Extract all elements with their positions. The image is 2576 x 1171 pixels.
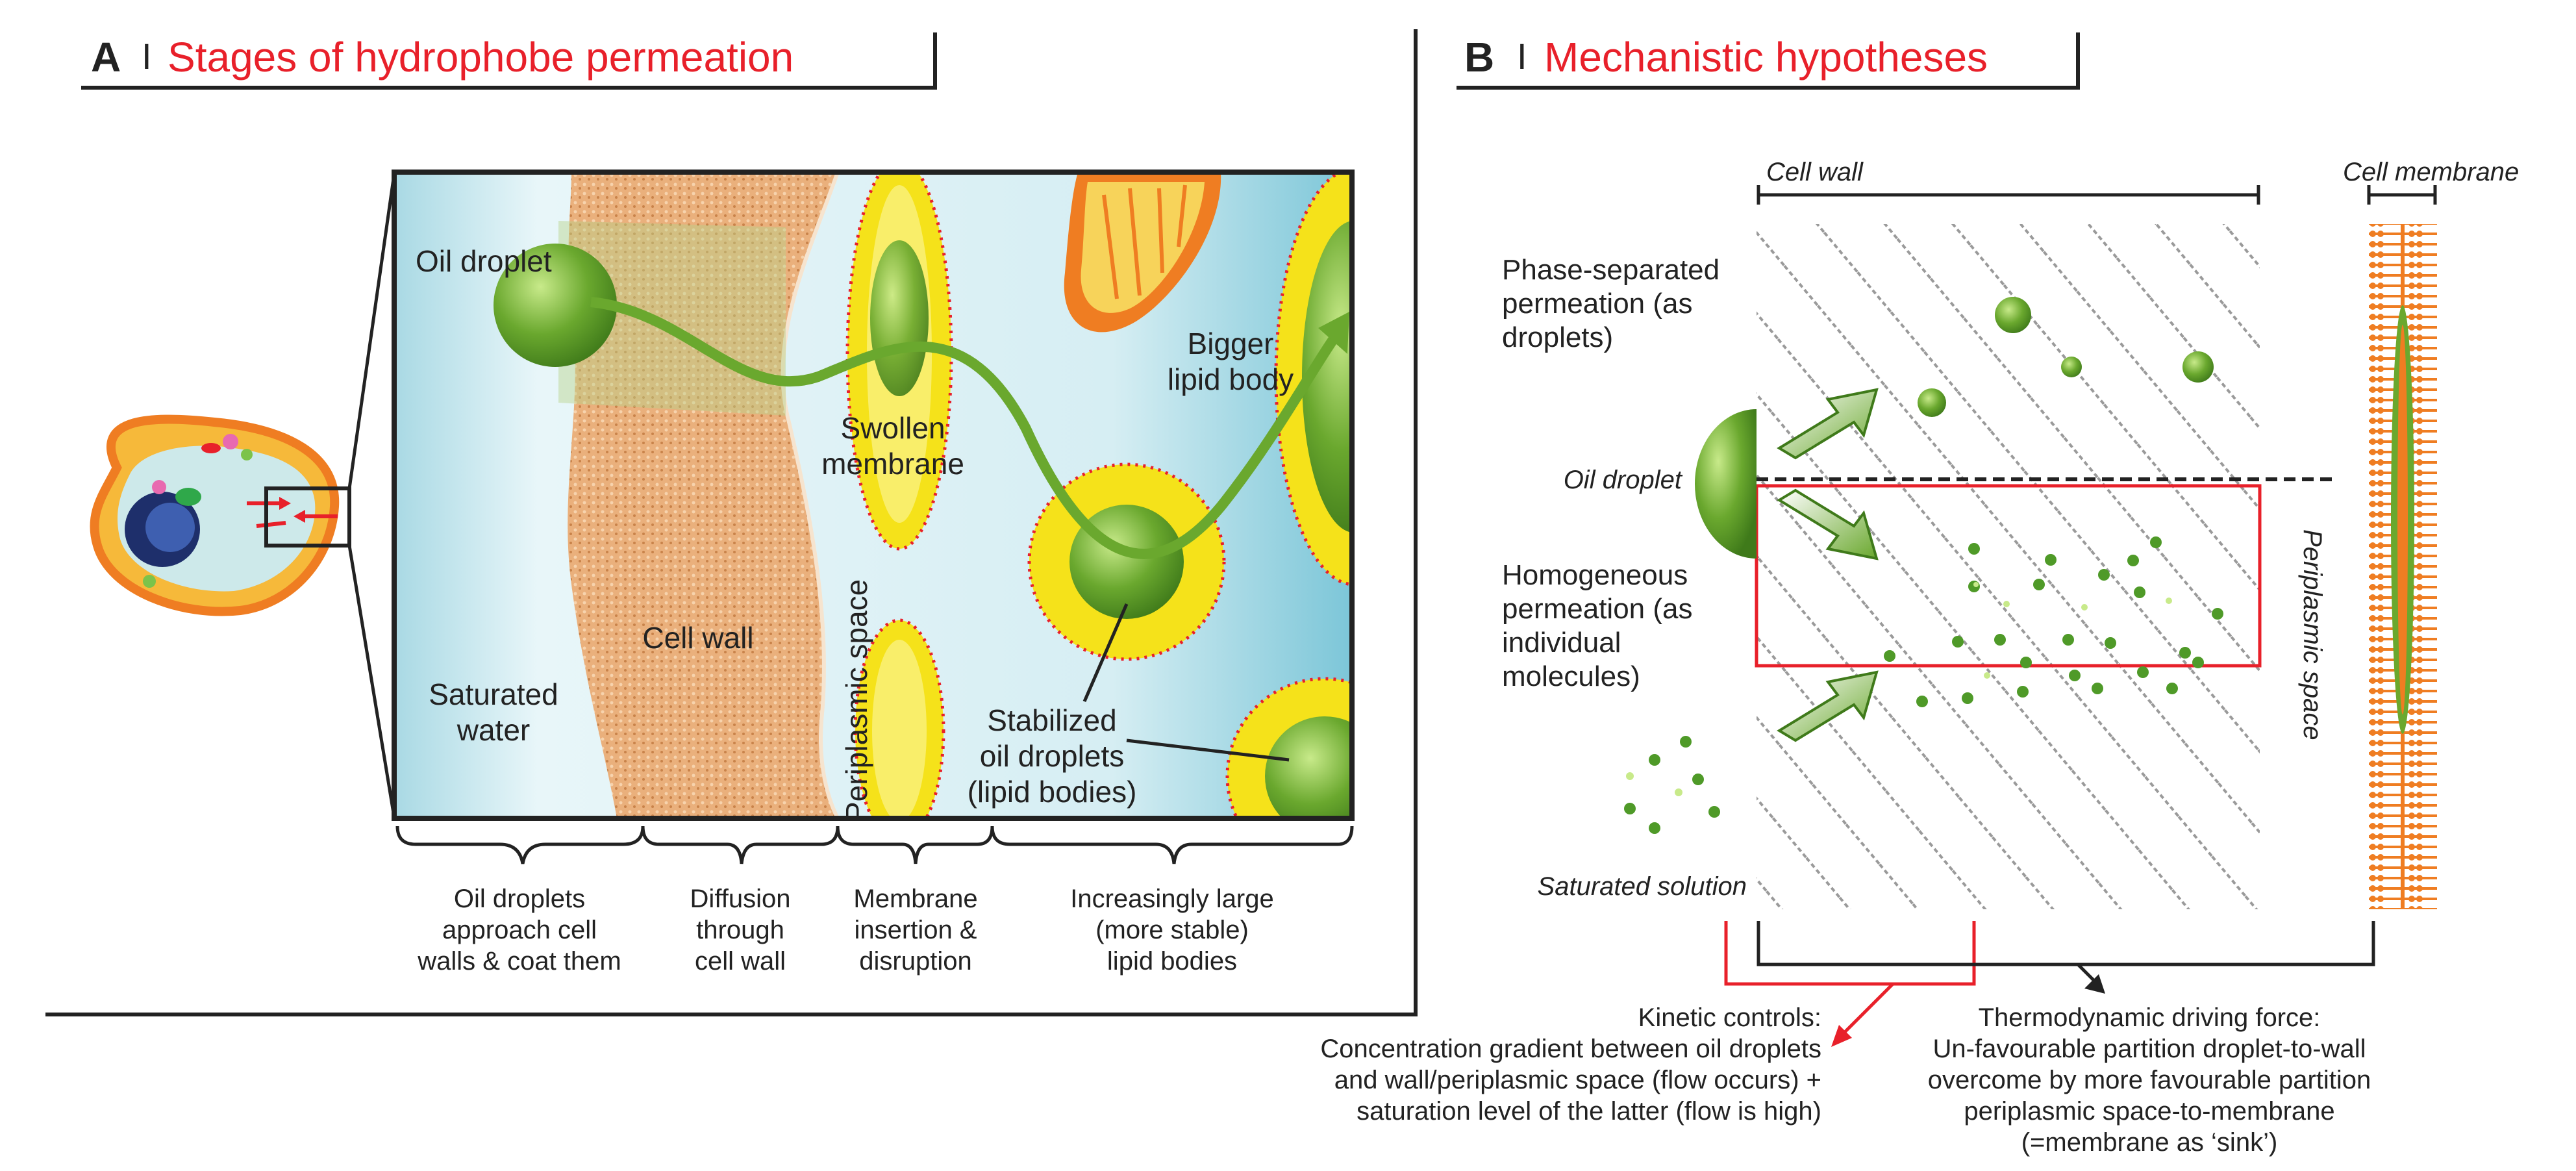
droplet [1995,297,2031,333]
label-oil-droplet-b: Oil droplet [1564,466,1683,494]
molecules [1624,536,2223,834]
kinetic-line-1: Kinetic controls: [1638,1003,1821,1032]
label-saturated-2: water [456,713,530,747]
permeation-path [590,297,1339,559]
cell-wall-bracket [1757,185,2260,205]
label-saturated-1: Saturated [429,677,558,711]
label-periplasmic-a: Periplasmic space [840,579,873,822]
thermo-line-3: overcome by more favourable partition [1928,1066,2371,1094]
kinetic-line-4: saturation level of the latter (flow is … [1357,1097,1821,1126]
cell-membrane-strip [2369,224,2437,909]
label-saturated-solution: Saturated solution [1538,872,1747,901]
cell-wall-region [568,172,838,818]
thermo-line-1: Thermodynamic driving force: [1979,1003,2321,1032]
zoom-box [264,486,351,548]
cell-membrane-bracket [2367,185,2437,205]
zoom-view-frame [392,170,1355,821]
oil-droplet [494,244,617,367]
label-cell-wall-b: Cell wall [1766,158,1864,186]
label-bigger-1: Bigger [1188,327,1274,360]
panel-a-header: A I Stages of hydrophobe permeation [81,32,937,90]
kinetic-line-2: Concentration gradient between oil dropl… [1320,1035,1821,1063]
panel-b-title-underline [1457,32,2080,90]
droplet [2182,351,2214,383]
stage-4-line-1: Increasingly large [1070,885,1274,913]
stage-2-line-2: through [696,916,784,944]
label-phase-2: permeation (as [1502,288,1692,320]
label-periplasmic-b: Periplasmic space [2298,529,2327,740]
stage-2-line-3: cell wall [695,947,786,976]
stage-3-line-3: disruption [859,947,971,976]
panel-a: A I Stages of hydrophobe permeation [45,29,1418,1016]
stage-1-line-1: Oil droplets [454,885,585,913]
label-swollen-1: Swollen [840,411,945,445]
entry-arrows [1777,388,1879,742]
label-phase-3: droplets) [1502,321,1613,353]
panel-b-letter: B [1464,34,1494,81]
panel-a-title-underline [81,32,937,90]
panel-a-title: Stages of hydrophobe permeation [168,34,794,81]
label-homo-3: individual [1502,627,1621,659]
zoom-view [394,172,1352,818]
oil-droplet-b [1695,409,1757,559]
kinetic-text: Kinetic controls: Concentration gradient… [1320,1003,1821,1126]
label-stabilized-1: Stabilized [987,703,1116,737]
stage-4-line-3: lipid bodies [1107,947,1237,976]
stage-2-line-1: Diffusion [690,885,791,913]
label-homo-1: Homogeneous [1502,559,1688,591]
panel-b-title: Mechanistic hypotheses [1544,34,1988,81]
stage-4-line-2: (more stable) [1095,916,1249,944]
thermo-text: Thermodynamic driving force: Un-favourab… [1928,1003,2371,1157]
panel-a-sep: I [142,36,152,77]
label-cell-wall-a: Cell wall [642,621,753,655]
droplet [2061,357,2082,377]
stage-labels: Oil droplets approach cell walls & coat … [417,885,1273,976]
stage-1-line-2: approach cell [442,916,597,944]
label-stabilized-2: oil droplets [980,739,1124,773]
label-cell-membrane: Cell membrane [2343,158,2519,186]
stage-3-line-2: insertion & [855,916,977,944]
label-swollen-2: membrane [821,447,964,481]
droplet [1918,388,1946,417]
label-oil-droplet: Oil droplet [416,244,552,278]
thermo-line-4: periplasmic space-to-membrane [1964,1097,2334,1126]
thermo-line-2: Un-favourable partition droplet-to-wall [1933,1035,2366,1063]
label-phase-1: Phase-separated [1502,254,1719,286]
thermo-bracket [1757,921,2375,966]
cell-illustration [90,173,396,818]
label-bigger-2: lipid body [1168,362,1294,396]
homogeneous-zone-box [1755,484,2262,668]
panel-a-letter: A [91,34,121,81]
label-homo-2: permeation (as [1502,593,1692,625]
cell-wall-hatch [1757,224,2260,909]
panel-b-sep: I [1517,36,1527,77]
kinetic-bracket [1724,921,1976,986]
kinetic-arrow [1843,983,1894,1034]
panel-b-header: B I Mechanistic hypotheses [1457,32,2080,90]
label-stabilized-3: (lipid bodies) [968,775,1137,809]
thermo-line-5: (=membrane as ‘sink’) [2021,1128,2278,1157]
stage-3-line-1: Membrane [853,885,977,913]
kinetic-line-3: and wall/periplasmic space (flow occurs)… [1334,1066,1821,1094]
label-homo-4: molecules) [1502,661,1640,692]
stage-1-line-3: walls & coat them [417,947,621,976]
stage-braces [395,825,1354,864]
panel-b: B I Mechanistic hypotheses Cell wall Cel… [1320,32,2519,1157]
